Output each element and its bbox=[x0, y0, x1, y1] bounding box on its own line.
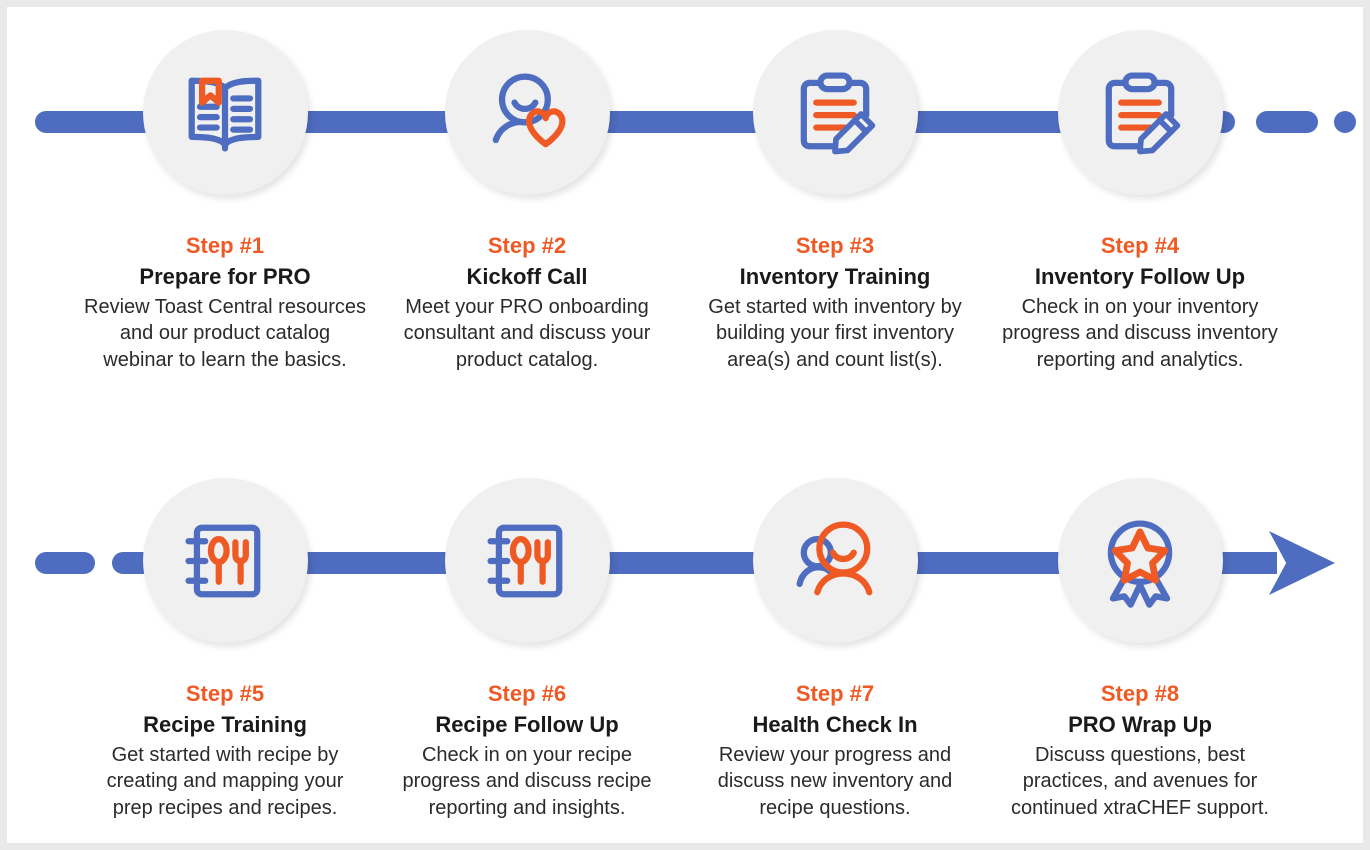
step-node-8[interactable]: Step #8 PRO Wrap Up Discuss questions, b… bbox=[970, 462, 1310, 822]
step-title: Health Check In bbox=[752, 712, 918, 738]
desc-line: Get started with inventory by bbox=[708, 295, 962, 318]
desc-line: progress and discuss inventory bbox=[1002, 322, 1278, 345]
desc-line: area(s) and count list(s). bbox=[727, 349, 943, 372]
step-label: Step #8 bbox=[1100, 681, 1180, 706]
step-icon-bubble bbox=[1057, 478, 1223, 643]
desc-line: reporting and analytics. bbox=[1036, 349, 1244, 372]
step-icon-bubble bbox=[1057, 30, 1223, 195]
step-caption: Step #6 Recipe Follow Up Check in on you… bbox=[357, 681, 697, 822]
desc-line: Check in on your inventory bbox=[1021, 295, 1259, 318]
clipboard-pencil-icon bbox=[800, 71, 876, 154]
step-icon-bubble bbox=[142, 478, 308, 643]
step-description: Meet your PRO onboarding consultant and … bbox=[365, 294, 689, 374]
step-description: Check in on your inventory progress and … bbox=[978, 294, 1302, 374]
step-caption: Step #5 Recipe Training Get started with… bbox=[55, 681, 395, 822]
recipe-book-icon bbox=[185, 524, 261, 597]
step-label: Step #1 bbox=[185, 233, 265, 258]
timeline-row-2: Step #5 Recipe Training Get started with… bbox=[7, 462, 1363, 843]
step-node-2[interactable]: Step #2 Kickoff Call Meet your PRO onboa… bbox=[357, 14, 697, 374]
timeline-row-1: Step #1 Prepare for PRO Review Toast Cen… bbox=[7, 14, 1363, 419]
desc-line: continued xtraCHEF support. bbox=[1011, 797, 1269, 820]
step-label: Step #6 bbox=[487, 681, 567, 706]
step-description: Review your progress and discuss new inv… bbox=[673, 742, 997, 822]
person-heart-icon bbox=[492, 72, 566, 147]
step-icon-bubble bbox=[444, 30, 610, 195]
step-node-1[interactable]: Step #1 Prepare for PRO Review Toast Cen… bbox=[55, 14, 395, 374]
desc-line: and our product catalog bbox=[119, 322, 331, 345]
desc-line: webinar to learn the basics. bbox=[103, 349, 347, 372]
step-icon-bubble bbox=[142, 30, 308, 195]
step-title: Inventory Follow Up bbox=[1034, 264, 1246, 290]
step-node-3[interactable]: Step #3 Inventory Training Get started w… bbox=[665, 14, 1005, 374]
desc-line: Meet your PRO onboarding bbox=[405, 295, 649, 318]
desc-line: Discuss questions, best bbox=[1034, 743, 1246, 766]
step-title: Prepare for PRO bbox=[139, 264, 311, 290]
step-title: Recipe Training bbox=[143, 712, 307, 738]
step-icon-bubble bbox=[752, 30, 918, 195]
step-caption: Step #3 Inventory Training Get started w… bbox=[665, 233, 1005, 374]
step-caption: Step #2 Kickoff Call Meet your PRO onboa… bbox=[357, 233, 697, 374]
desc-line: Review your progress and bbox=[718, 743, 952, 766]
step-label: Step #2 bbox=[487, 233, 567, 258]
step-title: Inventory Training bbox=[739, 264, 931, 290]
step-icon-bubble bbox=[752, 478, 918, 643]
clipboard-pencil-icon bbox=[1105, 71, 1181, 154]
step-description: Discuss questions, best practices, and a… bbox=[978, 742, 1302, 822]
desc-line: prep recipes and recipes. bbox=[112, 797, 338, 820]
desc-line: recipe questions. bbox=[759, 797, 911, 820]
step-caption: Step #1 Prepare for PRO Review Toast Cen… bbox=[55, 233, 395, 374]
desc-line: building your first inventory bbox=[716, 322, 954, 345]
step-caption: Step #7 Health Check In Review your prog… bbox=[665, 681, 1005, 822]
step-description: Get started with recipe by creating and … bbox=[63, 742, 387, 822]
step-label: Step #5 bbox=[185, 681, 265, 706]
step-caption: Step #4 Inventory Follow Up Check in on … bbox=[970, 233, 1310, 374]
step-node-5[interactable]: Step #5 Recipe Training Get started with… bbox=[55, 462, 395, 822]
step-description: Get started with inventory by building y… bbox=[673, 294, 997, 374]
desc-line: creating and mapping your bbox=[106, 770, 344, 793]
step-title: PRO Wrap Up bbox=[1068, 712, 1212, 738]
step-label: Step #3 bbox=[795, 233, 875, 258]
desc-line: Get started with recipe by bbox=[111, 743, 339, 766]
desc-line: practices, and avenues for bbox=[1022, 770, 1258, 793]
step-node-7[interactable]: Step #7 Health Check In Review your prog… bbox=[665, 462, 1005, 822]
open-book-bookmark-icon bbox=[188, 77, 262, 151]
step-icon-bubble bbox=[444, 478, 610, 643]
award-ribbon-star-icon bbox=[1107, 519, 1173, 608]
step-node-4[interactable]: Step #4 Inventory Follow Up Check in on … bbox=[970, 14, 1310, 374]
step-title: Kickoff Call bbox=[466, 264, 588, 290]
desc-line: Check in on your recipe bbox=[421, 743, 633, 766]
step-description: Review Toast Central resources and our p… bbox=[63, 294, 387, 374]
step-description: Check in on your recipe progress and dis… bbox=[365, 742, 689, 822]
step-node-6[interactable]: Step #6 Recipe Follow Up Check in on you… bbox=[357, 462, 697, 822]
step-label: Step #4 bbox=[1100, 233, 1180, 258]
desc-line: Review Toast Central resources bbox=[84, 295, 366, 318]
connector-dot bbox=[1334, 111, 1356, 133]
step-title: Recipe Follow Up bbox=[435, 712, 619, 738]
desc-line: product catalog. bbox=[455, 349, 599, 372]
recipe-book-icon bbox=[487, 524, 563, 597]
desc-line: reporting and insights. bbox=[428, 797, 626, 820]
desc-line: progress and discuss recipe bbox=[402, 770, 652, 793]
two-people-icon bbox=[796, 520, 873, 595]
step-label: Step #7 bbox=[795, 681, 875, 706]
step-caption: Step #8 PRO Wrap Up Discuss questions, b… bbox=[970, 681, 1310, 822]
desc-line: consultant and discuss your bbox=[403, 322, 651, 345]
desc-line: discuss new inventory and bbox=[717, 770, 953, 793]
